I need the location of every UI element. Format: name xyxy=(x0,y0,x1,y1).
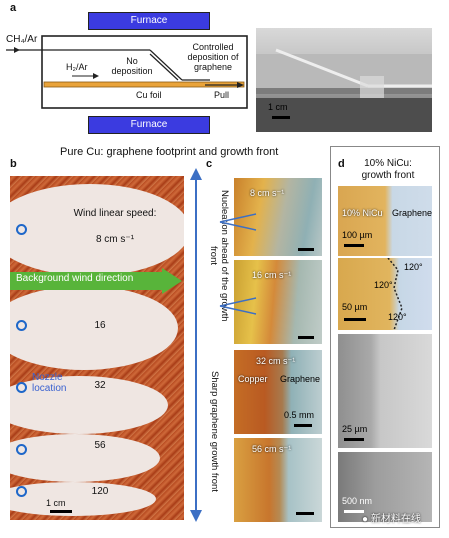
sharp-front-label: Sharp graphene growth front xyxy=(209,370,220,492)
controlled-deposition-label: Controlled deposition of graphene xyxy=(187,42,239,72)
micrograph-c2: 16 cm s⁻¹ xyxy=(234,260,322,344)
nozzle-marker-5 xyxy=(16,486,27,497)
panel-b-heading: Pure Cu: graphene footprint and growth f… xyxy=(60,146,279,158)
wind-speed-title: Wind linear speed: xyxy=(73,208,157,219)
nucleation-label: Nucleation ahead of the growth front xyxy=(208,190,230,322)
nozzle-marker-3 xyxy=(16,382,27,393)
nozzle-marker-2 xyxy=(16,320,27,331)
d1-scale-label: 100 µm xyxy=(342,230,373,240)
panel-d-heading: 10% NiCu: growth front xyxy=(361,158,415,181)
reactor-schematic xyxy=(6,35,248,109)
panel-c-double-arrow xyxy=(190,168,202,522)
footprint-image: Wind linear speed: 8 cm s⁻¹ 16 32 56 120… xyxy=(10,176,184,520)
nozzle-marker-1 xyxy=(16,224,27,235)
c4-speed: 56 cm s⁻¹ xyxy=(252,444,292,454)
watermark-text: 新材料在线 xyxy=(370,514,421,525)
micrograph-c4: 56 cm s⁻¹ xyxy=(234,438,322,522)
micrograph-d1: 10% NiCu Graphene 100 µm xyxy=(338,186,432,256)
c3-graphene: Graphene xyxy=(280,374,321,384)
panel-b-label: b xyxy=(10,158,17,170)
micrograph-d4: 500 nm xyxy=(338,452,432,522)
d2-angle-1: 120° xyxy=(404,262,423,272)
d4-scale-label: 500 nm xyxy=(342,496,373,506)
panel-a-label: a xyxy=(10,2,17,14)
d1-nicu: 10% NiCu xyxy=(342,208,383,218)
panel-d-label: d xyxy=(338,158,345,170)
cu-foil-label: Cu foil xyxy=(136,90,162,100)
speed-label-2: 16 xyxy=(94,320,106,331)
gas-in-label: CH₄/Ar xyxy=(6,34,38,45)
wind-direction-arrow xyxy=(10,268,182,294)
d1-graphene: Graphene xyxy=(392,208,432,218)
speed-label-4: 56 xyxy=(94,440,106,451)
d3-scale-label: 25 µm xyxy=(342,424,368,434)
c2-speed: 16 cm s⁻¹ xyxy=(252,270,292,280)
c3-copper: Copper xyxy=(238,374,268,384)
footprint-scale-bar xyxy=(50,510,72,513)
nozzle-location-label: Nozzle location xyxy=(32,372,67,394)
watermark-icon: ● xyxy=(362,514,369,525)
photo-scale-bar xyxy=(272,116,290,119)
speed-label-5: 120 xyxy=(91,486,109,497)
no-deposition-label: No deposition xyxy=(111,56,153,76)
nozzle-marker-4 xyxy=(16,444,27,455)
speed-label-3: 32 xyxy=(94,380,106,391)
c3-scale-label: 0.5 mm xyxy=(284,410,315,420)
panel-c-label: c xyxy=(206,158,213,170)
footprint-scale-label: 1 cm xyxy=(46,498,66,508)
micrograph-d3: 25 µm xyxy=(338,334,432,448)
micrograph-c1: 8 cm s⁻¹ xyxy=(234,178,322,256)
photo-scale-label: 1 cm xyxy=(268,102,288,112)
reactor-photo: 1 cm xyxy=(256,28,432,132)
c1-speed: 8 cm s⁻¹ xyxy=(250,188,285,198)
d2-angle-2: 120° xyxy=(374,280,393,290)
wind-direction-label: Background wind direction xyxy=(16,273,134,284)
micrograph-c3: 32 cm s⁻¹ Copper Graphene 0.5 mm xyxy=(234,350,322,434)
watermark: ● 新材料在线 xyxy=(362,510,421,525)
furnace-top: Furnace xyxy=(88,12,210,30)
c3-speed: 32 cm s⁻¹ xyxy=(256,356,296,366)
micrograph-d2: 120° 120° 120° 50 µm xyxy=(338,258,432,330)
furnace-bottom: Furnace xyxy=(88,116,210,134)
pull-label: Pull xyxy=(214,90,230,100)
panel-d-border xyxy=(330,146,440,528)
speed-label-1: 8 cm s⁻¹ xyxy=(95,234,135,245)
gas-h2-label: H₂/Ar xyxy=(66,62,88,72)
d2-angle-3: 120° xyxy=(388,312,407,322)
nucleation-arrows xyxy=(219,213,257,315)
d2-scale-label: 50 µm xyxy=(342,302,368,312)
